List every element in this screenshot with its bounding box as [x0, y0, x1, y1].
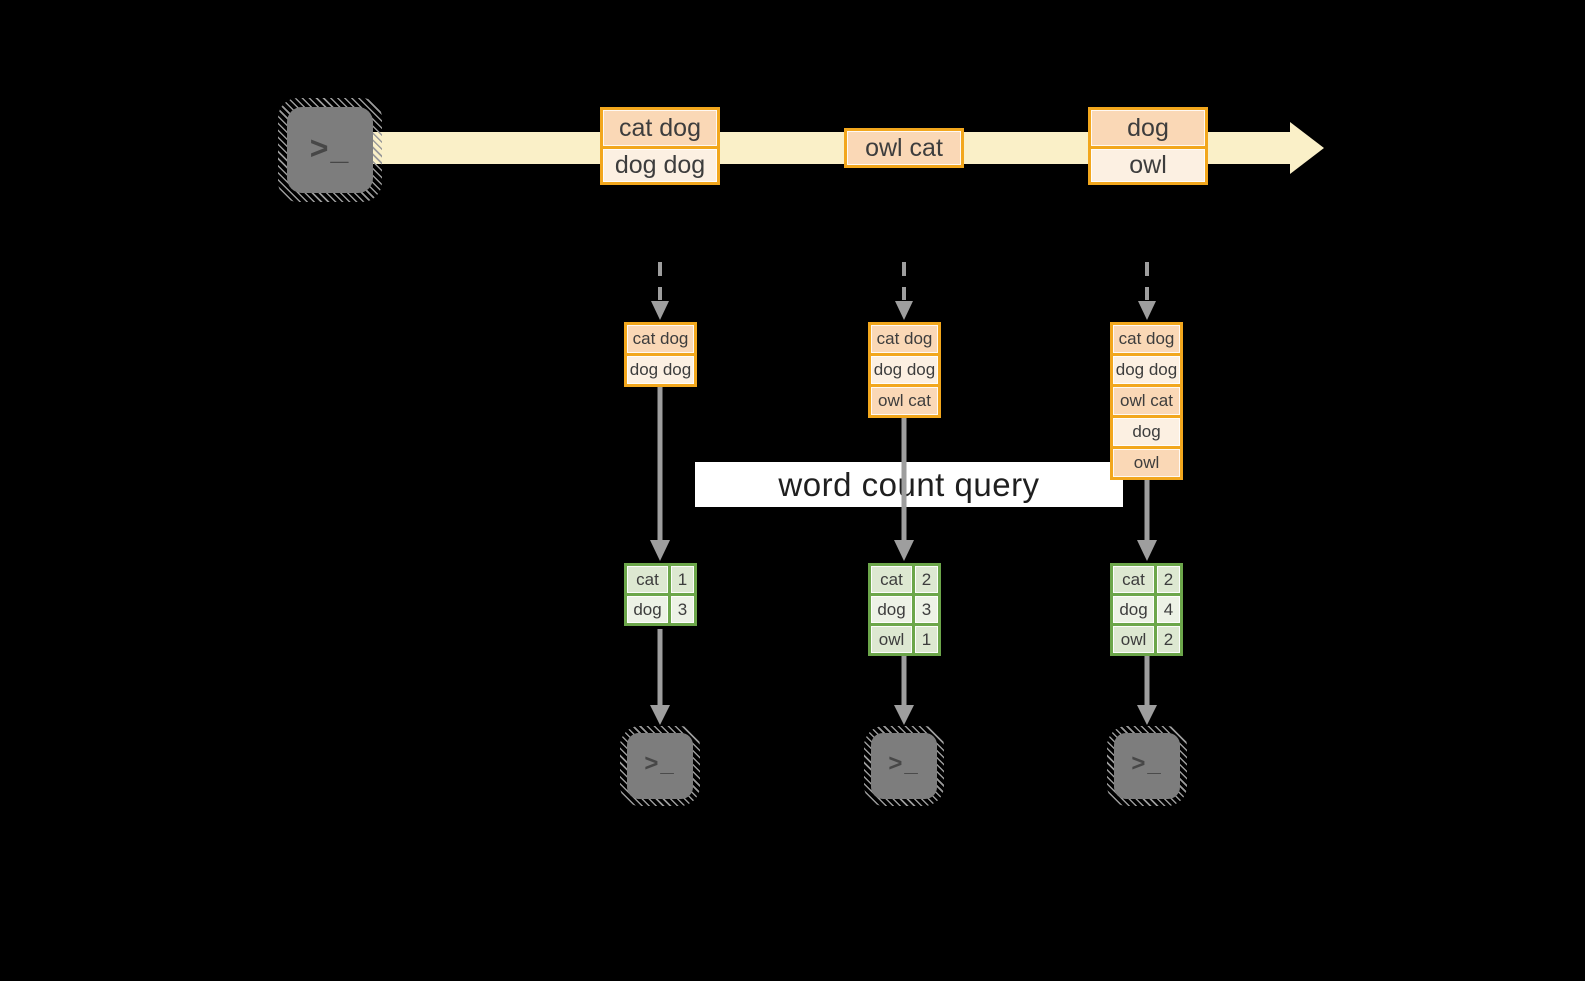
count-cell: 1	[915, 626, 938, 653]
record-stack-middle: cat dog dog dog owl cat	[868, 322, 941, 418]
arrow-table-to-sink-right	[1137, 656, 1157, 725]
word-cell: owl	[1113, 626, 1154, 653]
record-stack-right: cat dog dog dog owl cat dog owl	[1110, 322, 1183, 480]
stack-row: cat dog	[627, 325, 694, 353]
query-label-band: word count query	[695, 462, 1123, 507]
terminal-icon: >_	[287, 107, 373, 193]
prompt-glyph: >_	[309, 129, 351, 166]
dashed-arrow-right	[1138, 262, 1156, 320]
count-table-right: cat 2 dog 4 owl 2	[1110, 563, 1183, 656]
dashed-arrow-middle	[895, 262, 913, 320]
word-cell: dog	[1113, 596, 1154, 623]
stack-row: dog dog	[1113, 356, 1180, 384]
stream-arrowhead	[1290, 122, 1324, 174]
terminal-sink-icon-middle: >_	[864, 726, 944, 806]
terminal-sink-icon-left: >_	[620, 726, 700, 806]
record-line: owl cat	[847, 131, 961, 165]
stack-row: owl cat	[1113, 387, 1180, 415]
stack-row: owl cat	[871, 387, 938, 415]
terminal-sink-icon-right: >_	[1107, 726, 1187, 806]
word-cell: cat	[871, 566, 912, 593]
stack-row: cat dog	[871, 325, 938, 353]
stack-row: dog	[1113, 418, 1180, 446]
record-line: cat dog	[603, 110, 717, 146]
stack-row: cat dog	[1113, 325, 1180, 353]
record-line: dog	[1091, 110, 1205, 146]
arrow-stack-to-table-middle	[894, 418, 914, 561]
prompt-glyph: >_	[888, 750, 920, 777]
record-stack-left: cat dog dog dog	[624, 322, 697, 387]
count-cell: 4	[1157, 596, 1180, 623]
record-line: dog dog	[603, 146, 717, 182]
stream-record-1: cat dog dog dog	[600, 107, 720, 185]
dashed-arrow-left	[651, 262, 669, 320]
prompt-glyph: >_	[1131, 750, 1163, 777]
terminal-source-icon: >_	[278, 98, 382, 202]
terminal-icon: >_	[871, 733, 937, 799]
count-cell: 2	[915, 566, 938, 593]
word-cell: dog	[627, 596, 668, 623]
count-cell: 2	[1157, 566, 1180, 593]
word-cell: owl	[871, 626, 912, 653]
count-cell: 3	[915, 596, 938, 623]
prompt-glyph: >_	[644, 750, 676, 777]
stack-row: dog dog	[871, 356, 938, 384]
count-table-left: cat 1 dog 3	[624, 563, 697, 626]
record-line: owl	[1091, 146, 1205, 182]
stream-record-3: dog owl	[1088, 107, 1208, 185]
stack-row: dog dog	[627, 356, 694, 384]
stack-row: owl	[1113, 449, 1180, 477]
count-cell: 2	[1157, 626, 1180, 653]
count-table-middle: cat 2 dog 3 owl 1	[868, 563, 941, 656]
arrow-stack-to-table-right	[1137, 480, 1157, 561]
count-cell: 3	[671, 596, 694, 623]
word-cell: cat	[627, 566, 668, 593]
arrow-table-to-sink-middle	[894, 656, 914, 725]
stream-record-2: owl cat	[844, 128, 964, 168]
count-cell: 1	[671, 566, 694, 593]
query-label: word count query	[778, 465, 1040, 503]
word-cell: dog	[871, 596, 912, 623]
terminal-icon: >_	[1114, 733, 1180, 799]
arrow-stack-to-table-left	[650, 387, 670, 561]
word-cell: cat	[1113, 566, 1154, 593]
arrow-table-to-sink-left	[650, 629, 670, 725]
terminal-icon: >_	[627, 733, 693, 799]
